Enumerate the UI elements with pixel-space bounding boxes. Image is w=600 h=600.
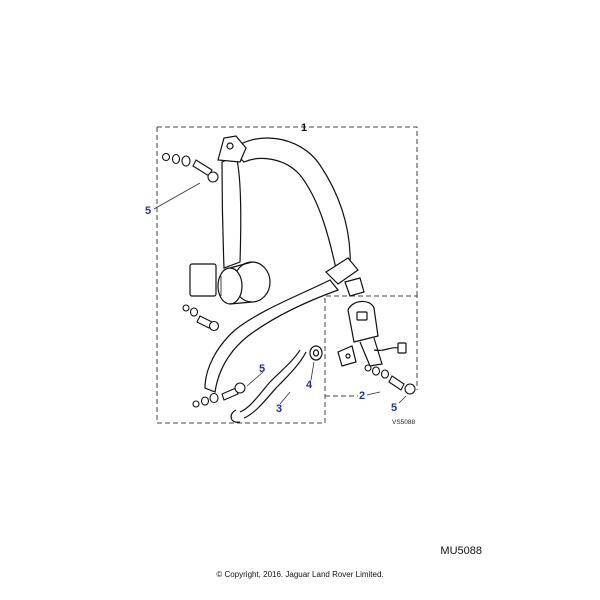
assembly-boundary-1 — [156, 126, 418, 424]
retractor-reel — [189, 261, 271, 305]
callout-5-upper: 5 — [145, 205, 151, 217]
callout-2: 2 — [359, 390, 365, 402]
callout-1: 1 — [301, 122, 307, 134]
callouts: 1 2 3 4 5 5 5 — [145, 122, 397, 415]
grommet — [309, 345, 323, 361]
fastener-set-middle — [182, 304, 220, 332]
callout-leaders — [153, 182, 407, 405]
copyright-notice: © Copyright, 2016. Jaguar Land Rover Lim… — [216, 570, 384, 579]
callout-5-lower: 5 — [391, 402, 397, 414]
diagram-reference-code: MU5088 — [440, 545, 482, 557]
upper-anchor-plate — [217, 135, 247, 163]
buckle-stalk-assembly — [337, 300, 407, 367]
lower-belt-webbing — [204, 279, 339, 393]
fastener-set-lower-left — [192, 382, 246, 408]
callout-3: 3 — [276, 403, 282, 415]
anchor-cable-rod — [230, 349, 307, 423]
fastener-set-upper — [161, 152, 219, 183]
image-code: VS5088 — [392, 419, 416, 426]
fastener-set-lower-right — [364, 364, 416, 395]
assembly-boundary-2 — [324, 295, 418, 423]
callout-4: 4 — [306, 379, 313, 391]
buckle-tongue — [325, 257, 365, 297]
callout-5-middle: 5 — [259, 363, 265, 375]
